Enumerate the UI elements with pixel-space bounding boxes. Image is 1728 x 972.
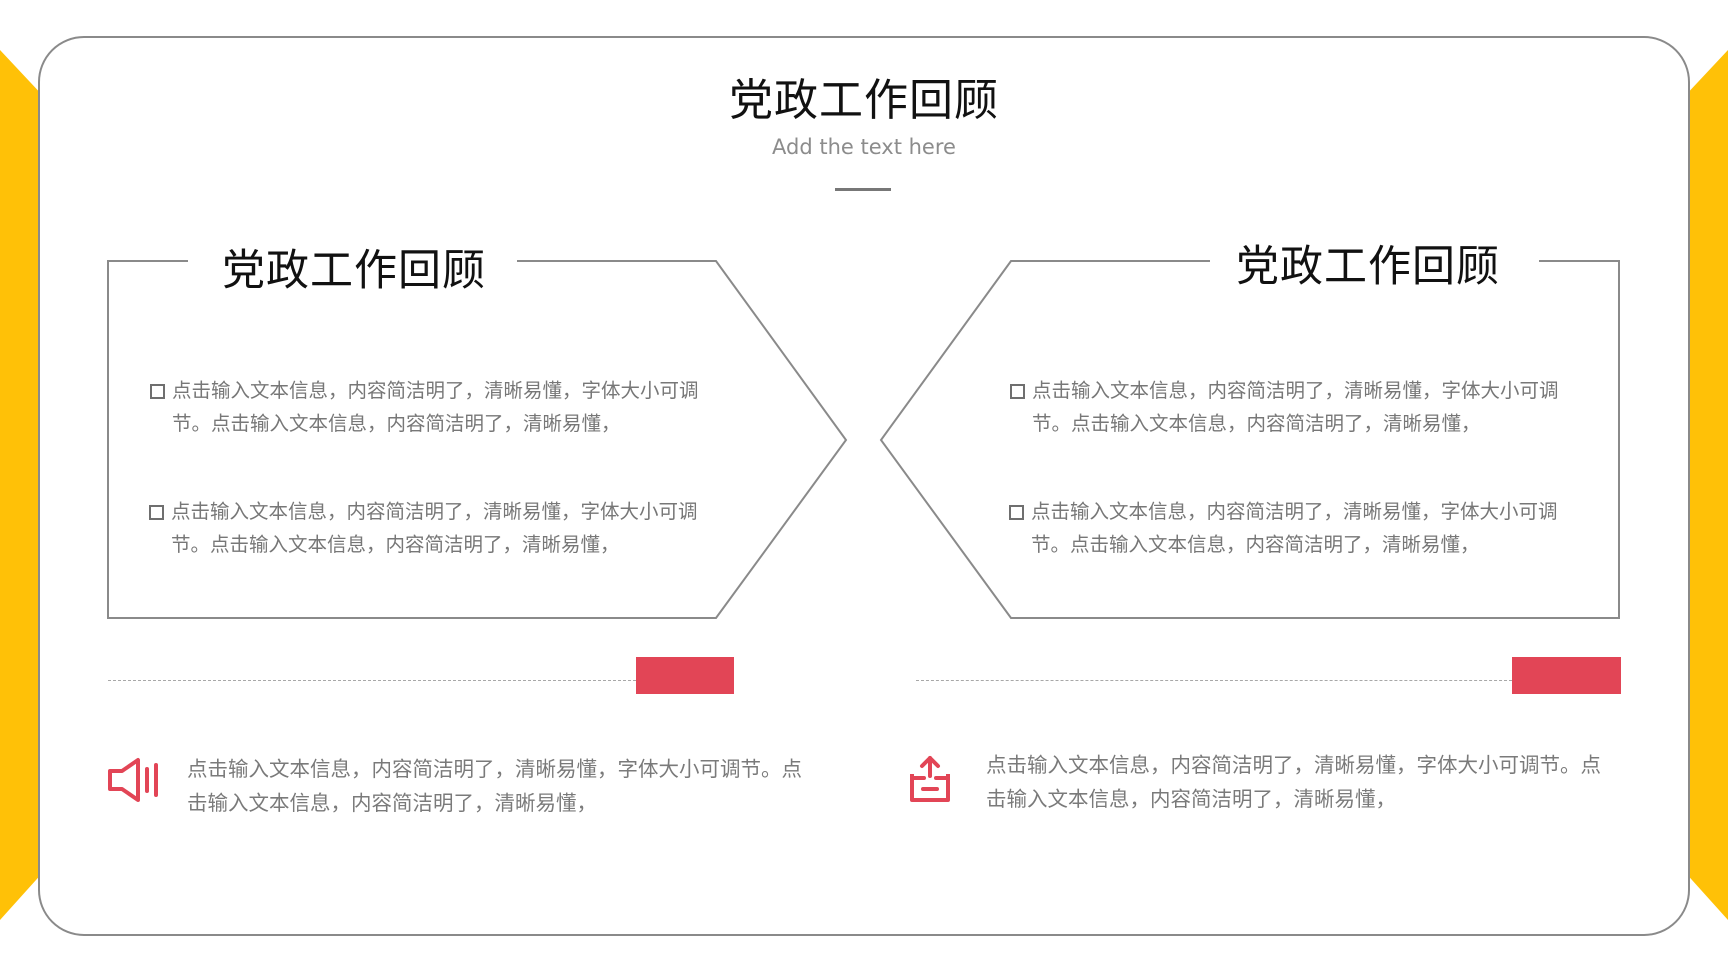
left-bullet-1: 点击输入文本信息，内容简洁明了，清晰易懂，字体大小可调节。点击输入文本信息，内容… (150, 374, 710, 440)
title-divider (835, 188, 891, 191)
outbox-icon (910, 756, 950, 802)
right-bullet-2-text: 点击输入文本信息，内容简洁明了，清晰易懂，字体大小可调节。点击输入文本信息，内容… (1031, 500, 1558, 556)
right-panel-title: 党政工作回顾 (1236, 242, 1500, 292)
right-yellow-ribbon (1683, 50, 1728, 920)
right-bullet-2: 点击输入文本信息，内容简洁明了，清晰易懂，字体大小可调节。点击输入文本信息，内容… (1009, 495, 1569, 561)
square-bullet-icon (1010, 384, 1025, 399)
right-bullet-1: 点击输入文本信息，内容简洁明了，清晰易懂，字体大小可调节。点击输入文本信息，内容… (1010, 374, 1570, 440)
left-panel-title: 党政工作回顾 (222, 246, 486, 296)
left-bullet-2-text: 点击输入文本信息，内容简洁明了，清晰易懂，字体大小可调节。点击输入文本信息，内容… (171, 500, 698, 556)
square-bullet-icon (149, 505, 164, 520)
square-bullet-icon (1009, 505, 1024, 520)
right-red-accent-bar (1512, 657, 1621, 694)
left-bullet-1-text: 点击输入文本信息，内容简洁明了，清晰易懂，字体大小可调节。点击输入文本信息，内容… (172, 379, 699, 435)
page-subtitle: Add the text here (772, 135, 956, 159)
left-dashed-divider (108, 680, 636, 681)
left-yellow-ribbon (0, 50, 45, 920)
speaker-icon (108, 758, 158, 802)
page-title: 党政工作回顾 (729, 75, 999, 126)
left-bullet-2: 点击输入文本信息，内容简洁明了，清晰易懂，字体大小可调节。点击输入文本信息，内容… (149, 495, 709, 561)
bottom-left-text: 点击输入文本信息，内容简洁明了，清晰易懂，字体大小可调节。点击输入文本信息，内容… (187, 757, 802, 815)
bottom-right-text: 点击输入文本信息，内容简洁明了，清晰易懂，字体大小可调节。点击输入文本信息，内容… (986, 753, 1601, 811)
right-dashed-divider (916, 680, 1512, 681)
left-red-accent-bar (636, 657, 734, 694)
slide-card (38, 36, 1690, 936)
left-panel-outline (107, 260, 848, 619)
right-panel-outline (879, 260, 1620, 619)
right-bullet-1-text: 点击输入文本信息，内容简洁明了，清晰易懂，字体大小可调节。点击输入文本信息，内容… (1032, 379, 1559, 435)
square-bullet-icon (150, 384, 165, 399)
